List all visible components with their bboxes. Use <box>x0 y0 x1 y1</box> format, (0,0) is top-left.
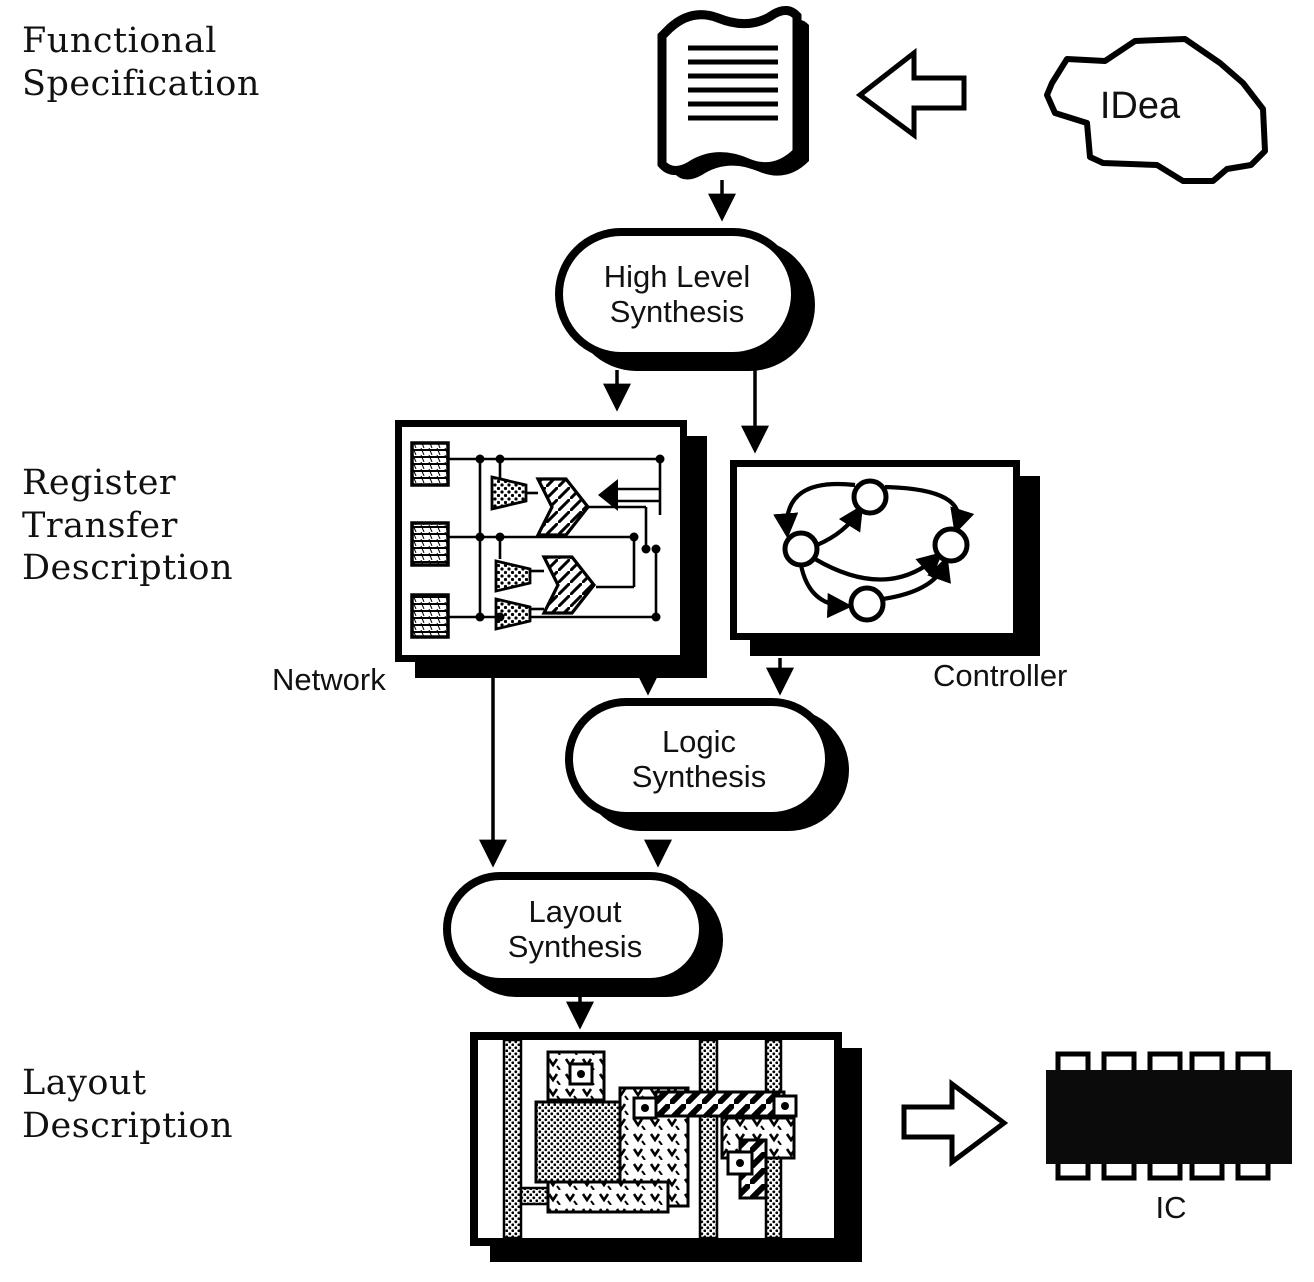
document-shadow <box>674 19 809 180</box>
idea-label: IDea <box>1100 85 1181 127</box>
layout-to-ic-arrow-icon <box>901 1079 1009 1167</box>
edge-top-to-left <box>773 481 856 539</box>
controller-state-diagram <box>773 478 975 623</box>
register-transfer-description-label: Register Transfer Description <box>22 463 234 589</box>
document-icon <box>657 6 809 180</box>
layout-synthesis-node: Layout Synthesis <box>443 872 707 986</box>
edge-left-to-bottom <box>798 564 853 619</box>
ic-pins-bottom <box>1055 1153 1271 1181</box>
layout-mask-drawing <box>502 1040 798 1238</box>
edge-top-to-right <box>884 484 975 535</box>
controller-label: Controller <box>933 658 1068 693</box>
document-text-lines <box>688 45 778 121</box>
edge-left-to-top <box>816 504 864 547</box>
network-schematic <box>410 441 665 639</box>
state-left <box>782 530 820 568</box>
idea-to-document-arrow-icon <box>855 47 967 140</box>
edge-bottom-to-right <box>882 555 951 602</box>
layout-synthesis-label: Layout Synthesis <box>507 893 643 964</box>
high-level-synthesis-label: High Level Synthesis <box>603 258 751 329</box>
ic-chip-icon <box>1046 1051 1292 1181</box>
state-right <box>932 526 970 564</box>
controller-artifact-box <box>730 460 1020 640</box>
layout-artifact-box <box>470 1032 842 1246</box>
layout-description-label: Layout Description <box>22 1063 234 1146</box>
high-level-synthesis-node: High Level Synthesis <box>555 228 799 360</box>
logic-synthesis-label: Logic Synthesis <box>631 723 767 794</box>
ic-chip-body <box>1046 1070 1292 1164</box>
logic-synthesis-node: Logic Synthesis <box>565 698 833 820</box>
ic-pins-top <box>1055 1051 1271 1079</box>
document-page <box>657 6 802 175</box>
idea-cloud: IDea <box>1044 36 1268 184</box>
ic-label: IC <box>1155 1190 1187 1225</box>
network-label: Network <box>272 662 386 697</box>
functional-specification-label: Functional Specification <box>22 21 260 104</box>
edge-left-to-right <box>813 552 943 582</box>
network-artifact-box <box>395 420 687 662</box>
state-top <box>851 478 889 516</box>
state-bottom <box>848 585 886 623</box>
